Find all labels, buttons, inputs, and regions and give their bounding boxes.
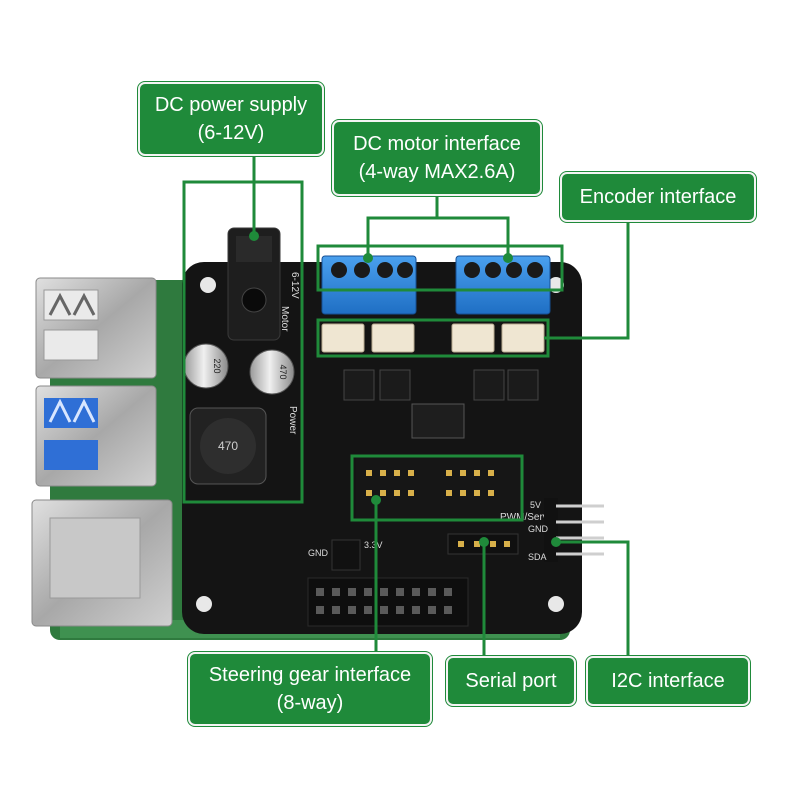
callout-steering-line1: Steering gear interface bbox=[208, 664, 412, 686]
capacitor-label: 470 bbox=[278, 364, 288, 379]
usb-port-top bbox=[35, 277, 157, 379]
callout-steering-line2: (8-way) bbox=[276, 692, 344, 714]
highlight-servo-header bbox=[350, 454, 524, 522]
highlight-motor-terminals bbox=[316, 244, 564, 292]
silk-pwm-servo: PWM/Servo bbox=[500, 512, 554, 523]
silk-sda: SDA bbox=[528, 552, 547, 562]
gpio-header bbox=[307, 577, 469, 627]
silk-motor: Motor bbox=[279, 306, 290, 332]
capacitor-220uf: 220 bbox=[183, 343, 229, 389]
leader-i2c bbox=[556, 540, 630, 656]
callout-dc-motor-interface: DC motor interface (4-way MAX2.6A) bbox=[332, 120, 542, 196]
highlight-boxes bbox=[182, 180, 564, 522]
inductor-label: 470 bbox=[218, 439, 238, 453]
callout-serial-line1: Serial port bbox=[465, 670, 557, 692]
motor-terminal-right bbox=[455, 255, 551, 315]
leader-dc-motor bbox=[366, 196, 439, 258]
highlight-power-section bbox=[182, 180, 304, 504]
callout-i2c-interface: I2C interface bbox=[586, 656, 750, 706]
leader-dots bbox=[249, 231, 561, 547]
callout-steering-gear-interface: Steering gear interface (8-way) bbox=[188, 652, 432, 726]
silk-gnd-2: GND bbox=[308, 548, 329, 558]
callout-dc-power-line1: DC power supply bbox=[154, 94, 308, 116]
motor-terminal-left bbox=[321, 255, 417, 315]
silk-3v3: 3.3V bbox=[364, 540, 383, 550]
dc-barrel-jack bbox=[227, 227, 281, 341]
capacitor-470uf: 470 bbox=[249, 349, 295, 395]
servo-header bbox=[356, 456, 524, 520]
ethernet-port bbox=[31, 499, 173, 627]
capacitor-label: 220 bbox=[212, 358, 222, 373]
encoder-connectors bbox=[321, 323, 545, 353]
silk-power: Power bbox=[287, 406, 298, 435]
leader-dc-motor-right bbox=[437, 216, 510, 258]
callout-dc-power-line2: (6-12V) bbox=[197, 122, 265, 144]
silk-5v: 5V bbox=[530, 500, 541, 510]
callout-dc-power-supply: DC power supply (6-12V) bbox=[138, 82, 324, 156]
callout-encoder-line1: Encoder interface bbox=[579, 186, 737, 208]
silk-gnd: GND bbox=[528, 524, 549, 534]
callout-i2c-line1: I2C interface bbox=[611, 670, 725, 692]
callout-dc-motor-line2: (4-way MAX2.6A) bbox=[358, 161, 516, 183]
leader-lines bbox=[252, 156, 630, 656]
leader-encoder bbox=[544, 220, 630, 340]
callout-encoder-interface: Encoder interface bbox=[560, 172, 756, 222]
power-header-small bbox=[331, 539, 361, 571]
silk-voltage: 6-12V bbox=[289, 272, 300, 299]
callout-dc-motor-line1: DC motor interface bbox=[353, 133, 521, 155]
power-inductor: 470 bbox=[189, 407, 267, 485]
driver-chips bbox=[343, 369, 539, 439]
callout-serial-port: Serial port bbox=[446, 656, 576, 706]
usb3-port bbox=[35, 385, 157, 487]
